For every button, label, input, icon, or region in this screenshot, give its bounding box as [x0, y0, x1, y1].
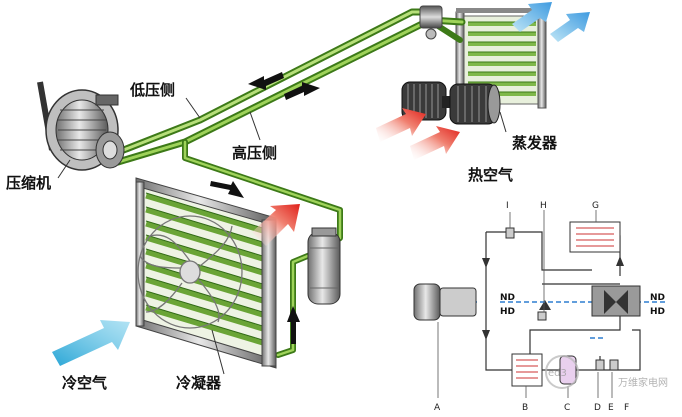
schematic-letter-h: H	[540, 201, 547, 211]
flow-arrow-drier-up	[287, 306, 300, 344]
schematic-valve-block	[591, 285, 641, 317]
cold-air-arrow-condenser	[52, 320, 130, 366]
schematic-condenser	[511, 353, 543, 387]
leader-lines	[57, 97, 507, 375]
schematic-letter-g: G	[592, 201, 599, 211]
condenser-fan	[137, 215, 243, 329]
hot-air-arrow-condenser	[252, 204, 300, 246]
label-evaporator: 蒸发器	[512, 134, 558, 152]
hot-air-arrow-evap-1	[376, 108, 426, 142]
schematic-hd-right: HD	[650, 307, 665, 317]
schematic-compressor	[413, 283, 441, 321]
watermark: ed3 万维家电网	[545, 355, 668, 389]
schematic-hd-left: HD	[500, 307, 515, 317]
label-low-pressure: 低压侧	[129, 81, 175, 99]
flow-arrow-high-right	[284, 82, 320, 100]
system-schematic: A B C D E F G H I ND HD ND HD	[413, 201, 666, 413]
component-labels: 低压侧 高压侧 压缩机 蒸发器 热空气 冷空气 冷凝器	[6, 81, 558, 392]
cool-air-arrow-out-2	[550, 12, 590, 42]
schematic-evaporator	[569, 221, 621, 253]
flow-arrows	[210, 72, 320, 344]
svg-text:ed3: ed3	[548, 368, 567, 379]
schematic-letter-e: E	[608, 403, 614, 413]
schematic-letter-f: F	[624, 403, 629, 413]
flow-arrow-condenser-in	[210, 181, 244, 198]
watermark-site: 万维家电网	[618, 376, 668, 389]
schematic-letter-d: D	[594, 403, 601, 413]
hot-air-arrow-evap-2	[410, 126, 460, 160]
schematic-letter-a: A	[434, 403, 441, 413]
condenser	[135, 177, 277, 369]
schematic-letter-i: I	[506, 201, 509, 211]
watermark-logo	[545, 355, 579, 389]
compressor	[37, 81, 125, 171]
flow-arrow-low-left	[248, 72, 284, 90]
label-high-pressure: 高压侧	[232, 144, 277, 162]
label-compressor: 压缩机	[6, 174, 51, 192]
receiver-drier	[307, 227, 341, 305]
schematic-letter-c: C	[564, 403, 570, 413]
blower-fan	[401, 81, 501, 125]
schematic-nd-left: ND	[500, 293, 515, 303]
air-arrows	[52, 2, 590, 366]
schematic-letter-b: B	[522, 403, 528, 413]
label-cold-air: 冷空气	[62, 374, 107, 392]
expansion-valve	[419, 5, 443, 40]
label-hot-air: 热空气	[468, 166, 513, 184]
schematic-receiver	[559, 355, 577, 385]
label-condenser: 冷凝器	[176, 374, 222, 392]
schematic-nd-right: ND	[650, 293, 665, 303]
cool-air-arrow-out-1	[512, 2, 552, 32]
